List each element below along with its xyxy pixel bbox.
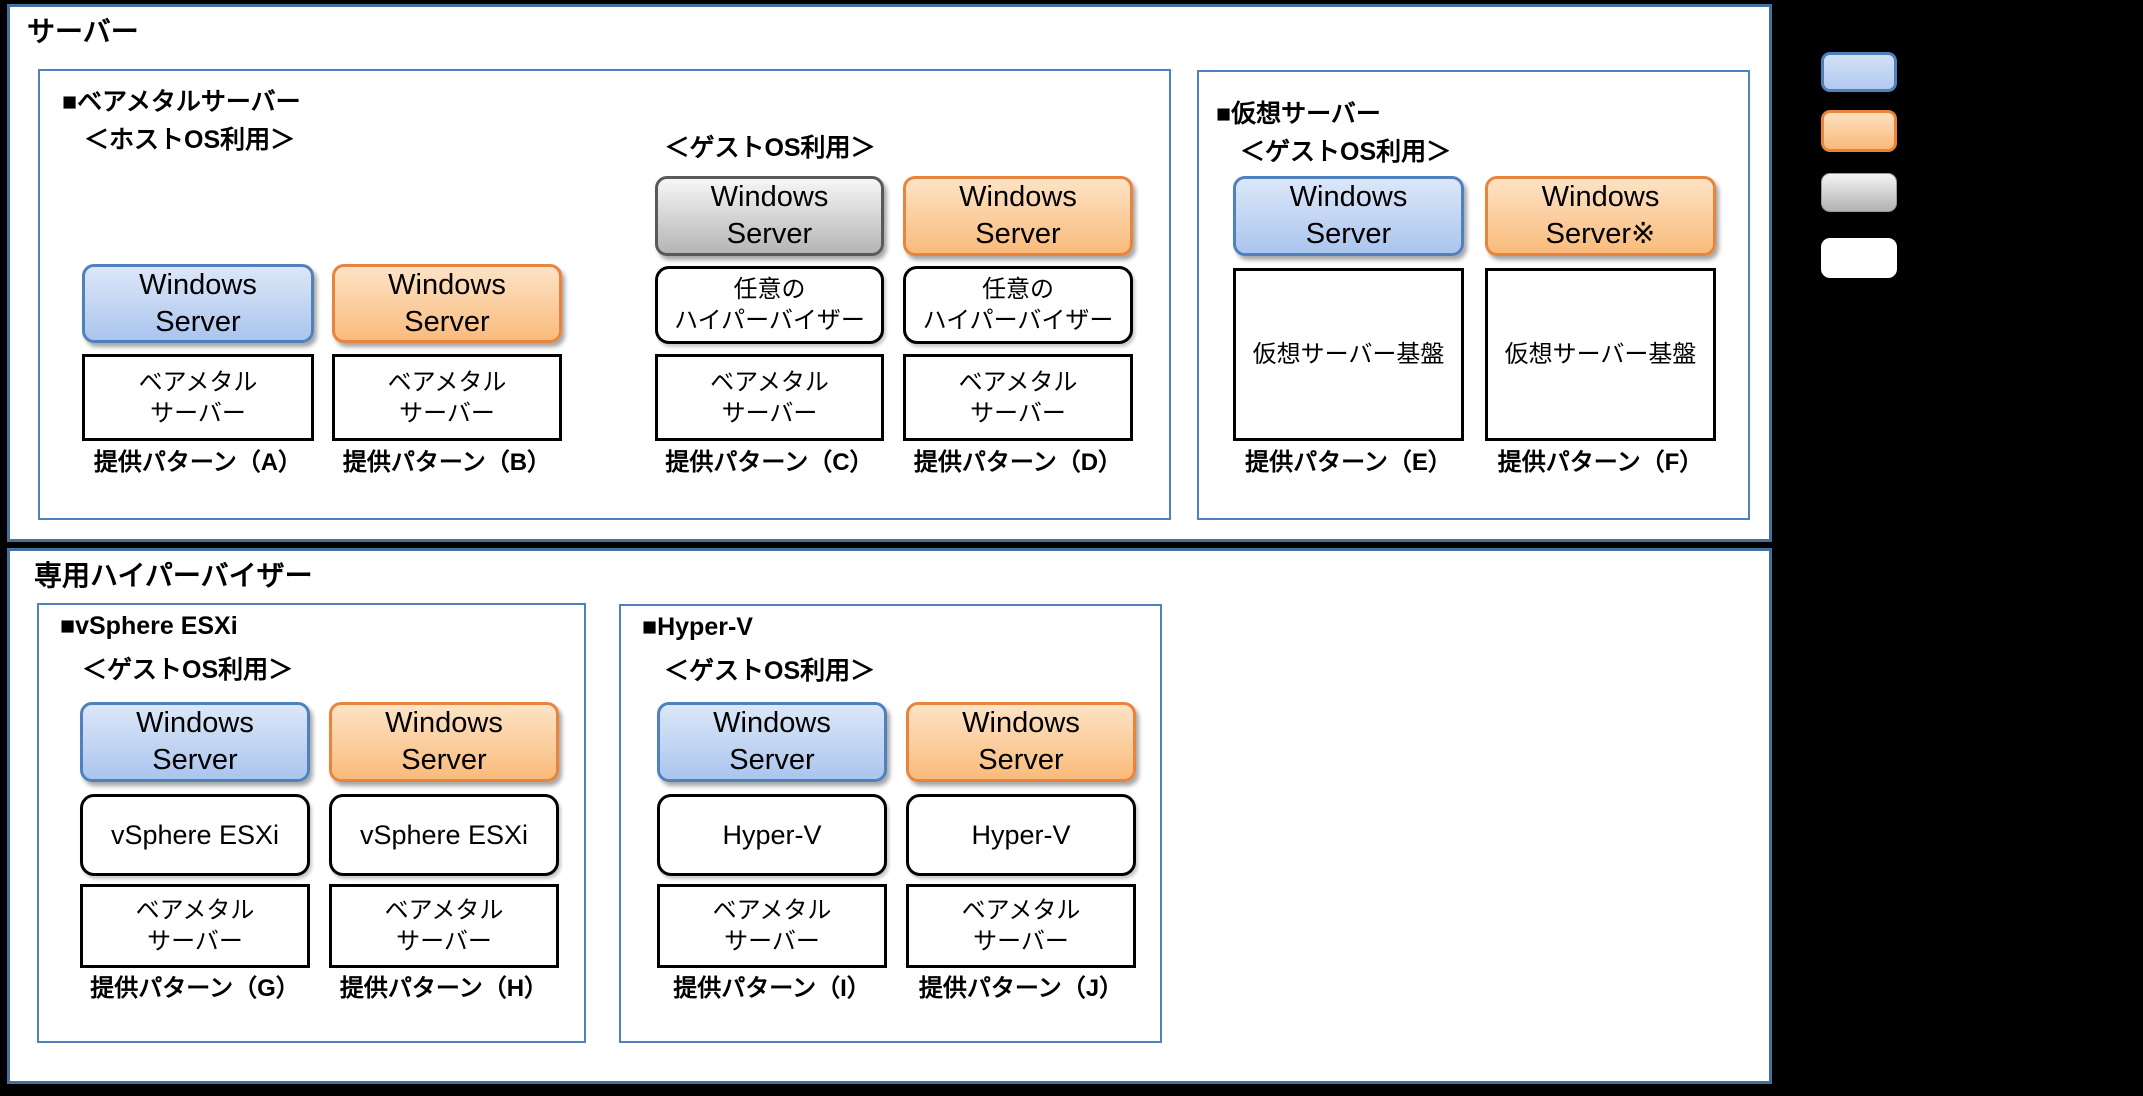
any-hypervisor-box-c: 任意の ハイパーバイザー [655,266,884,344]
section-dedicated-hypervisor-title: 専用ハイパーバイザー [34,560,313,591]
windows-server-box-g: Windows Server [80,702,310,782]
legend-blue-chip [1821,52,1897,92]
windows-server-box-i: Windows Server [657,702,887,782]
pattern-label-c: 提供パターン（C） [665,449,874,476]
baremetal-box-j: ベアメタル サーバー [906,884,1136,968]
legend-gray-chip [1821,173,1897,212]
legend-orange-chip [1821,110,1897,152]
group-hyperv-subheading: ＜ゲストOS利用＞ [664,657,876,685]
group-hyperv-heading: ■Hyper-V [642,613,753,641]
pattern-label-a: 提供パターン（A） [93,449,303,476]
baremetal-box-g: ベアメタル サーバー [80,884,310,968]
pattern-label-i: 提供パターン（I） [673,975,871,1002]
baremetal-box-h: ベアメタル サーバー [329,884,559,968]
windows-server-box-d: Windows Server [903,176,1133,256]
baremetal-box-b: ベアメタル サーバー [332,354,562,441]
baremetal-box-d: ベアメタル サーバー [903,354,1133,441]
pattern-label-h: 提供パターン（H） [339,975,549,1002]
pattern-label-f: 提供パターン（F） [1497,449,1704,476]
windows-server-box-b: Windows Server [332,264,562,343]
any-hypervisor-box-d: 任意の ハイパーバイザー [903,266,1133,344]
windows-server-box-j: Windows Server [906,702,1136,782]
group-virtual-subheading: ＜ゲストOS利用＞ [1240,138,1452,166]
group-baremetal-heading: ■ベアメタルサーバー [62,88,301,116]
section-server-title: サーバー [27,16,139,47]
pattern-label-j: 提供パターン（J） [918,975,1124,1002]
pattern-label-b: 提供パターン（B） [342,449,552,476]
group-baremetal-subheading: ＜ホストOS利用＞ [84,126,296,154]
virtual-platform-box-e: 仮想サーバー基盤 [1233,268,1464,441]
windows-server-box-a: Windows Server [82,264,314,343]
hyperv-box-i: Hyper-V [657,794,887,876]
windows-server-box-c: Windows Server [655,176,884,256]
legend-white-chip [1821,238,1897,278]
baremetal-box-i: ベアメタル サーバー [657,884,887,968]
virtual-platform-box-f: 仮想サーバー基盤 [1485,268,1716,441]
hyperv-box-j: Hyper-V [906,794,1136,876]
baremetal-box-a: ベアメタル サーバー [82,354,314,441]
pattern-label-d: 提供パターン（D） [913,449,1123,476]
windows-server-box-f: Windows Server※ [1485,176,1716,256]
windows-server-box-e: Windows Server [1233,176,1464,256]
group-vsphere-subheading: ＜ゲストOS利用＞ [82,656,294,684]
group-virtual-heading: ■仮想サーバー [1216,100,1381,128]
guest-os-floating-label: ＜ゲストOS利用＞ [664,134,876,162]
pattern-label-g: 提供パターン（G） [90,975,300,1002]
group-vsphere-heading: ■vSphere ESXi [60,612,238,640]
vsphere-box-h: vSphere ESXi [329,794,559,876]
pattern-label-e: 提供パターン（E） [1245,449,1452,476]
windows-server-box-h: Windows Server [329,702,559,782]
baremetal-box-c: ベアメタル サーバー [655,354,884,441]
vsphere-box-g: vSphere ESXi [80,794,310,876]
